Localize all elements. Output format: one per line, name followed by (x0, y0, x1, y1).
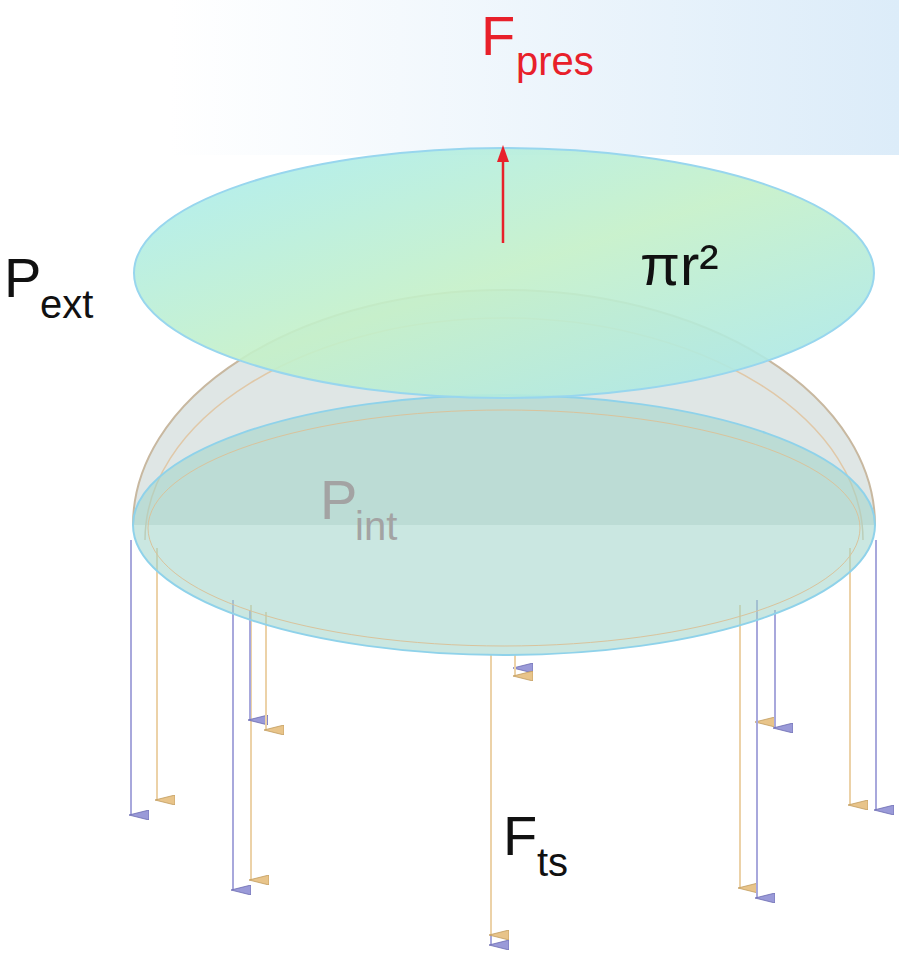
force-subscript: pres (516, 41, 594, 81)
force-arrow (756, 600, 758, 898)
force-arrow (875, 540, 877, 810)
pressure-label: P (320, 472, 357, 528)
force-arrow (232, 600, 234, 890)
force-label: F (481, 8, 515, 64)
pressure-subscript: ext (40, 284, 93, 324)
force-arrow (250, 605, 252, 880)
area-label: πr² (640, 236, 719, 294)
force-arrow (514, 655, 516, 676)
force-arrow (849, 548, 851, 805)
pressure-label: P (4, 250, 41, 306)
force-arrow (490, 655, 492, 945)
force-subscript: ts (537, 842, 568, 882)
force-arrow (265, 612, 267, 730)
force-arrow (156, 548, 158, 800)
force-arrow (490, 655, 492, 935)
pressure-subscript: int (355, 506, 397, 546)
background-panel (170, 0, 899, 155)
force-label: F (503, 808, 537, 864)
force-arrow (130, 540, 132, 815)
force-arrow (774, 610, 776, 728)
force-arrow (739, 605, 741, 888)
force-arrow (249, 610, 251, 720)
disk-outline (134, 148, 874, 398)
pressure-disk: πr² (134, 148, 874, 398)
